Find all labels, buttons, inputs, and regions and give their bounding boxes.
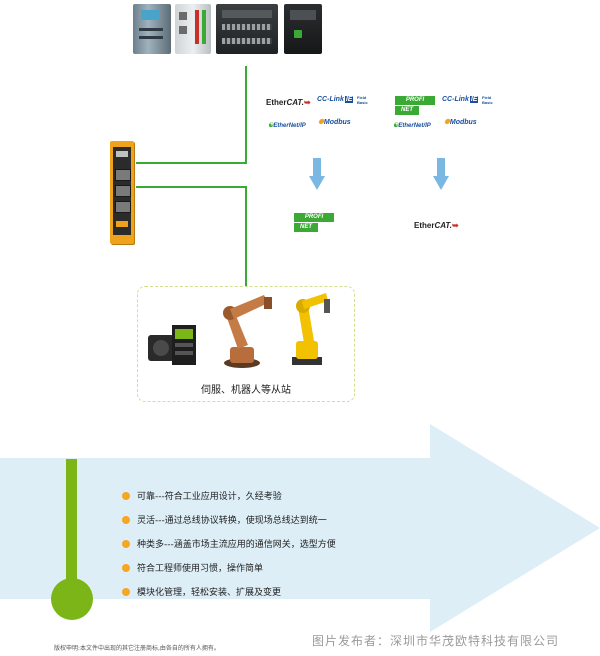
modbus-logo: ✺Modbus xyxy=(444,118,477,126)
plc-siemens-image xyxy=(133,4,171,54)
connector-plc-vertical xyxy=(245,66,247,164)
bullet-dot-icon xyxy=(122,516,130,524)
conversion-arrow-left-icon xyxy=(309,158,325,190)
feature-item: 符合工程师使用习惯，操作简单 xyxy=(122,561,263,574)
profinet-target-logo: PROFI NET xyxy=(294,213,334,233)
servo-drive-icon xyxy=(172,325,196,365)
connector-slave-horizontal xyxy=(136,186,247,188)
plc-beckhoff-image xyxy=(175,4,211,54)
conversion-arrow-right-icon xyxy=(433,158,449,190)
ethercat-logo: EtherCAT.➥ xyxy=(266,98,311,107)
bullet-dot-icon xyxy=(122,564,130,572)
ethercat-target-logo: EtherCAT.➥ xyxy=(414,221,459,230)
ethernet-ip-logo: ☯EtherNet/IP xyxy=(393,122,431,129)
feature-item: 模块化管理，轻松安装、扩展及变更 xyxy=(122,585,281,598)
feature-item: 灵活---通过总线协议转换，使现场总线达到统一 xyxy=(122,513,327,526)
robot-arm-yellow-icon xyxy=(282,291,342,369)
robot-arm-bronze-icon xyxy=(212,291,278,369)
image-source-credit: 图片发布者：深圳市华茂欧特科技有限公司 xyxy=(312,632,559,649)
accent-green-circle xyxy=(51,578,93,620)
feature-item: 可靠---符合工业应用设计，久经考验 xyxy=(122,489,282,502)
gateway-device xyxy=(110,141,134,244)
bullet-dot-icon xyxy=(122,492,130,500)
copyright-notice: 版权申明:本文件中出现的其它注册商标,由各自的所有人拥有。 xyxy=(54,643,220,652)
feature-item: 种类多---涵盖市场主流应用的通信网关，选型方便 xyxy=(122,537,336,550)
connector-slave-vertical xyxy=(245,186,247,286)
slave-devices-label: 伺服、机器人等从站 xyxy=(138,381,354,396)
ethernet-ip-logo: ☯EtherNet/IP xyxy=(268,122,306,129)
accent-green-bar xyxy=(66,459,77,579)
bullet-dot-icon xyxy=(122,540,130,548)
profinet-logo: PROFI NET xyxy=(395,96,435,116)
bullet-dot-icon xyxy=(122,588,130,596)
connector-plc-horizontal xyxy=(136,162,247,164)
plc-compact-image xyxy=(284,4,322,54)
plc-omron-image xyxy=(216,4,278,54)
slave-devices-box: 伺服、机器人等从站 xyxy=(137,286,355,402)
modbus-logo: ✺Modbus xyxy=(318,118,351,126)
